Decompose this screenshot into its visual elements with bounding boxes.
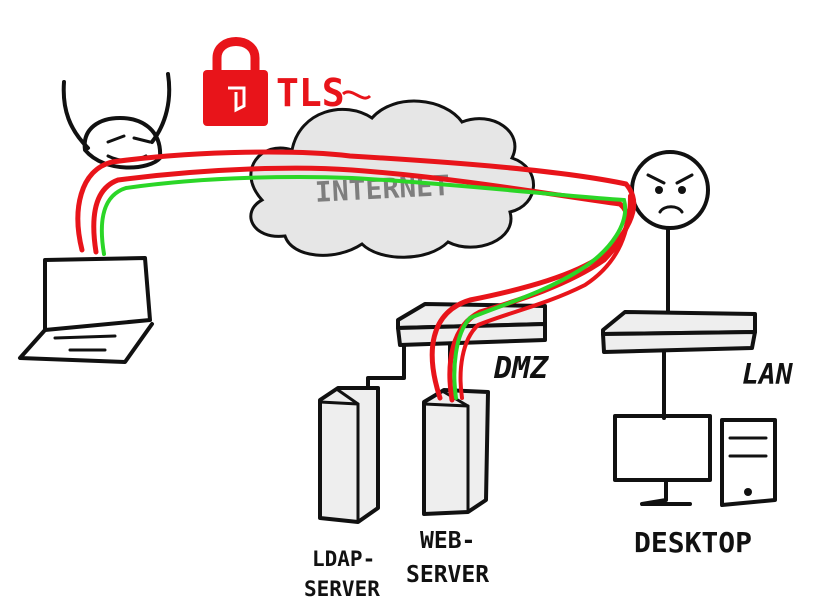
web-label-line2: SERVER bbox=[406, 562, 489, 588]
lan-switch-icon bbox=[601, 310, 757, 354]
tls-label: TLS bbox=[276, 71, 345, 115]
data-path bbox=[99, 175, 628, 400]
ldap-label-line2: SERVER bbox=[304, 577, 380, 601]
tls-path-outer bbox=[75, 149, 637, 401]
dmz-label: DMZ bbox=[493, 351, 549, 386]
laptop-icon bbox=[18, 256, 154, 364]
lock-icon bbox=[203, 37, 268, 126]
happy-user-icon bbox=[61, 72, 172, 170]
ldap-label-line1: LDAP- bbox=[312, 547, 375, 571]
desktop-label: DESKTOP bbox=[634, 526, 752, 559]
lan-label: LAN bbox=[742, 358, 794, 391]
web-label-line1: WEB- bbox=[420, 528, 475, 554]
tls-path-lower bbox=[458, 194, 632, 400]
web-server-icon bbox=[422, 388, 490, 516]
monitor-icon bbox=[613, 414, 712, 506]
pc-tower-icon bbox=[720, 418, 777, 507]
angry-attacker-icon bbox=[630, 150, 710, 322]
ldap-server-icon bbox=[318, 386, 380, 524]
